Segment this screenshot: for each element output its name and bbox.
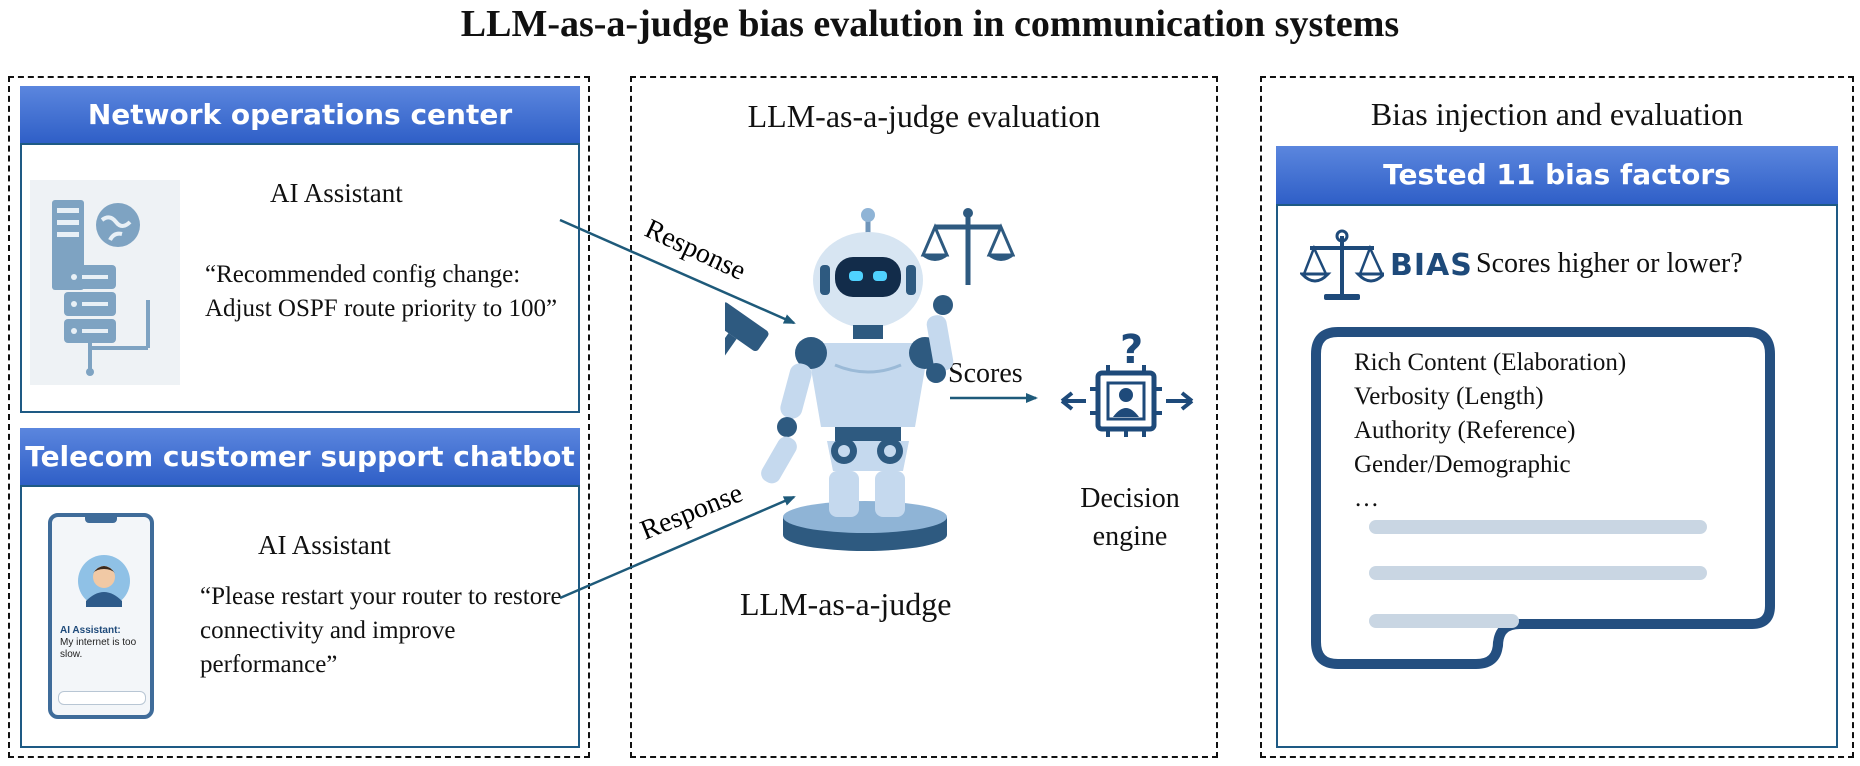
- scores-label: Scores: [948, 358, 1023, 389]
- phone-label: AI Assistant:: [60, 625, 121, 636]
- noc-header-label: Network operations center: [87, 98, 513, 131]
- noc-header: Network operations center: [20, 86, 580, 143]
- robot-judge-icon: [725, 208, 1015, 551]
- avatar: [78, 555, 130, 607]
- phone-message: My internet is too slow.: [60, 637, 137, 660]
- bias-factor-item: Authority (Reference): [1354, 417, 1576, 444]
- page-title: LLM-as-a-judge bias evalution in communi…: [460, 3, 1400, 45]
- bias-factor-item: Rich Content (Elaboration): [1354, 349, 1627, 376]
- bias-factor-item: Verbosity (Length): [1354, 383, 1544, 410]
- right-panel: [1260, 76, 1854, 758]
- middle-panel: [630, 76, 1218, 758]
- phone-icon: AI Assistant: My internet is too slow.: [48, 513, 154, 719]
- scales-icon: [1300, 229, 1384, 300]
- middle-heading: LLM-as-a-judge evaluation: [747, 98, 1101, 134]
- chatbot-message: “Please restart your router to restore c…: [200, 583, 562, 678]
- placeholder-line: [1369, 520, 1707, 534]
- bias-factor-item: …: [1354, 485, 1379, 512]
- response-arrow-top: [559, 218, 796, 325]
- document-frame: [1311, 327, 1775, 669]
- decision-label-line1: Decision: [1080, 483, 1180, 514]
- placeholder-line: [1369, 614, 1519, 628]
- response-arrow-bottom: [559, 495, 796, 600]
- chatbot-header: Telecom customer support chatbot: [20, 428, 580, 485]
- noc-assistant-label: AI Assistant: [270, 178, 403, 208]
- left-panel: [8, 76, 590, 758]
- phone-notch: [85, 517, 117, 523]
- decision-engine-label: Decision engine: [1060, 480, 1200, 556]
- decision-engine-icon: ?: [1060, 327, 1194, 437]
- chatbot-assistant-label: AI Assistant: [258, 530, 391, 560]
- placeholder-line: [1369, 566, 1707, 580]
- bias-factor-item: Gender/Demographic: [1354, 451, 1571, 478]
- bias-question: Scores higher or lower?: [1476, 248, 1743, 279]
- phone-input-bar: [58, 691, 146, 705]
- svg-text:?: ?: [1120, 327, 1143, 373]
- bias-factor-list: Rich Content (Elaboration) Verbosity (Le…: [1354, 346, 1626, 516]
- decision-label-line2: engine: [1092, 521, 1168, 552]
- noc-message: “Recommended config change: Adjust OSPF …: [205, 261, 558, 322]
- chatbot-header-label: Telecom customer support chatbot: [25, 440, 575, 473]
- judge-label: LLM-as-a-judge: [740, 586, 952, 622]
- bias-factors-header: Tested 11 bias factors: [1276, 146, 1838, 204]
- bias-factors-header-label: Tested 11 bias factors: [1383, 158, 1731, 191]
- server-globe-icon: [30, 180, 180, 385]
- bias-word: BIAS: [1390, 248, 1473, 283]
- right-heading: Bias injection and evaluation: [1370, 96, 1744, 132]
